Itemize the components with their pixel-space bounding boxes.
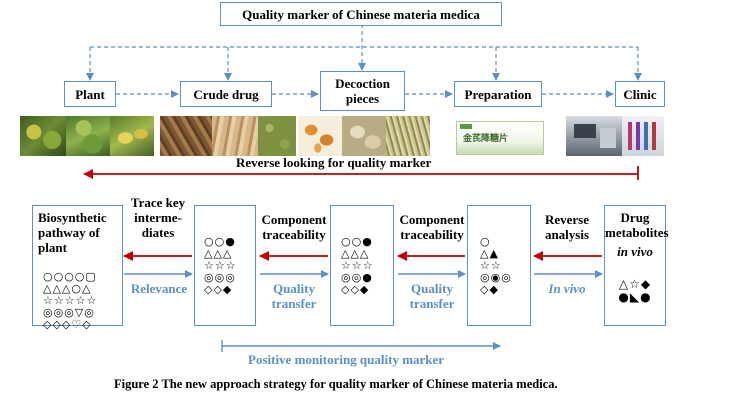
symbol-row: △☆◆: [618, 277, 652, 291]
symbol-row: ◎◎◎▽◎: [43, 306, 95, 319]
sample-vials-photo: [622, 116, 664, 156]
symbol-row: ☆☆: [480, 259, 502, 272]
medicine-box-logo-icon: [460, 124, 472, 129]
instrument-panel-icon: [574, 124, 596, 138]
orange-slices-photo: [298, 116, 342, 156]
symbol-row: △△△: [204, 247, 233, 260]
intermediate-box-2: ○○● △△△ ☆☆☆ ◎◎● ◇◇◆: [330, 205, 394, 326]
green-leaves-photo: [66, 116, 110, 156]
box4-symbols: ○ △▲ ☆☆ ◎◉◎ ◇◆: [480, 236, 512, 296]
symbol-row: ◎◉◎: [480, 271, 512, 284]
component-traceability-label-2: Component traceability: [399, 212, 465, 242]
box3-symbols: ○○● △△△ ☆☆☆ ◎◎● ◇◇◆: [341, 236, 374, 296]
positive-monitoring-arrow: [221, 340, 501, 352]
vial-icon: [636, 122, 640, 150]
symbol-row: ☆☆☆: [204, 259, 237, 272]
intermediate-box-3: ○ △▲ ☆☆ ◎◉◎ ◇◆: [467, 205, 531, 326]
medicine-box-text: 金芪降糖片: [463, 134, 509, 144]
stage-crude-drug-box: Crude drug: [180, 81, 272, 107]
reverse-looking-arrow: [83, 166, 639, 180]
reverse-looking-label: Reverse looking for quality marker: [236, 155, 432, 170]
symbol-row: ◎◎◎: [204, 271, 236, 284]
symbol-row: ○○●: [204, 235, 236, 248]
quality-transfer-label-1: Quality transfer: [271, 281, 317, 311]
medicine-box-photo: 金芪降糖片: [456, 121, 544, 155]
reverse-analysis-label: Reverse analysis: [544, 212, 590, 242]
stage-preparation-box: Preparation: [454, 81, 542, 107]
symbol-row: ◇◆: [480, 283, 499, 296]
herb-plant-photo: [20, 116, 66, 156]
relevance-label: Relevance: [130, 281, 188, 296]
stage-clinic-box: Clinic: [615, 81, 665, 107]
positive-monitoring-label: Positive monitoring quality marker: [248, 352, 445, 367]
biosynthetic-label: Biosynthetic pathway of plant: [38, 210, 107, 255]
symbol-row: ●◣●: [618, 290, 652, 304]
stage-crude-drug-label: Crude drug: [193, 86, 259, 102]
dried-roots-photo: [160, 116, 212, 156]
dashed-tree: [86, 24, 642, 98]
in-vivo-blue-label: In vivo: [548, 281, 586, 296]
instrument-module-icon: [600, 128, 616, 148]
symbol-row: ◇◇◆: [204, 283, 233, 296]
symbol-row: ☆☆☆: [341, 259, 374, 272]
quality-transfer-label-2: Quality transfer: [409, 281, 455, 311]
symbol-row: ◇◇◇♡◇: [43, 318, 92, 331]
yellow-flower-photo: [110, 116, 154, 156]
stage-decoction-label: Decoction pieces: [335, 76, 390, 106]
drug-metabolites-label: Drug metabolites: [605, 210, 669, 240]
symbol-row: △△△○△: [43, 282, 92, 295]
in-vivo-label: in vivo: [617, 244, 653, 259]
symbol-row: ◎◎●: [341, 271, 373, 284]
stage-clinic-label: Clinic: [623, 86, 657, 102]
figure-caption: Figure 2 The new approach strategy for q…: [114, 377, 558, 391]
metabolite-symbols: △☆◆ ●◣●: [605, 278, 665, 304]
lab-instrument-photo: [566, 116, 622, 156]
root-slices-photo: [212, 116, 258, 156]
stage-preparation-label: Preparation: [464, 86, 532, 102]
drug-metabolites-box: Drug metabolites in vivo △☆◆ ●◣●: [604, 205, 669, 326]
symbol-row: ○○●: [341, 235, 373, 248]
title-box: Quality marker of Chinese materia medica: [220, 2, 502, 26]
vial-icon: [652, 122, 656, 150]
symbol-row: ○○○○▢: [43, 270, 97, 283]
vial-icon: [628, 122, 632, 150]
title-text: Quality marker of Chinese materia medica: [242, 6, 480, 22]
symbol-row: △△△: [341, 247, 370, 260]
stage-decoction-box: Decoction pieces: [320, 71, 405, 111]
pale-slices-photo: [342, 116, 386, 156]
intermediate-box-1: ○○● △△△ ☆☆☆ ◎◎◎ ◇◇◆: [194, 205, 256, 326]
symbol-row: △▲: [480, 247, 499, 260]
symbol-row: ☆☆☆☆☆: [43, 294, 98, 307]
vial-icon: [644, 122, 648, 150]
fine-roots-photo: [386, 116, 430, 156]
trace-key-intermediates-label: Trace key interme-diates: [130, 195, 186, 240]
symbol-row: ◇◇◆: [341, 283, 370, 296]
green-herb-powder-photo: [258, 116, 296, 156]
plant-symbols: ○○○○▢ △△△○△ ☆☆☆☆☆ ◎◎◎▽◎ ◇◇◇♡◇: [43, 271, 119, 331]
symbol-row: ○: [480, 235, 491, 248]
component-traceability-label-1: Component traceability: [261, 212, 327, 242]
box2-symbols: ○○● △△△ ☆☆☆ ◎◎◎ ◇◇◆: [204, 236, 237, 296]
biosynthetic-box: Biosynthetic pathway of plant ○○○○▢ △△△○…: [32, 205, 123, 331]
stage-plant-box: Plant: [64, 81, 116, 107]
stage-plant-label: Plant: [75, 86, 105, 102]
